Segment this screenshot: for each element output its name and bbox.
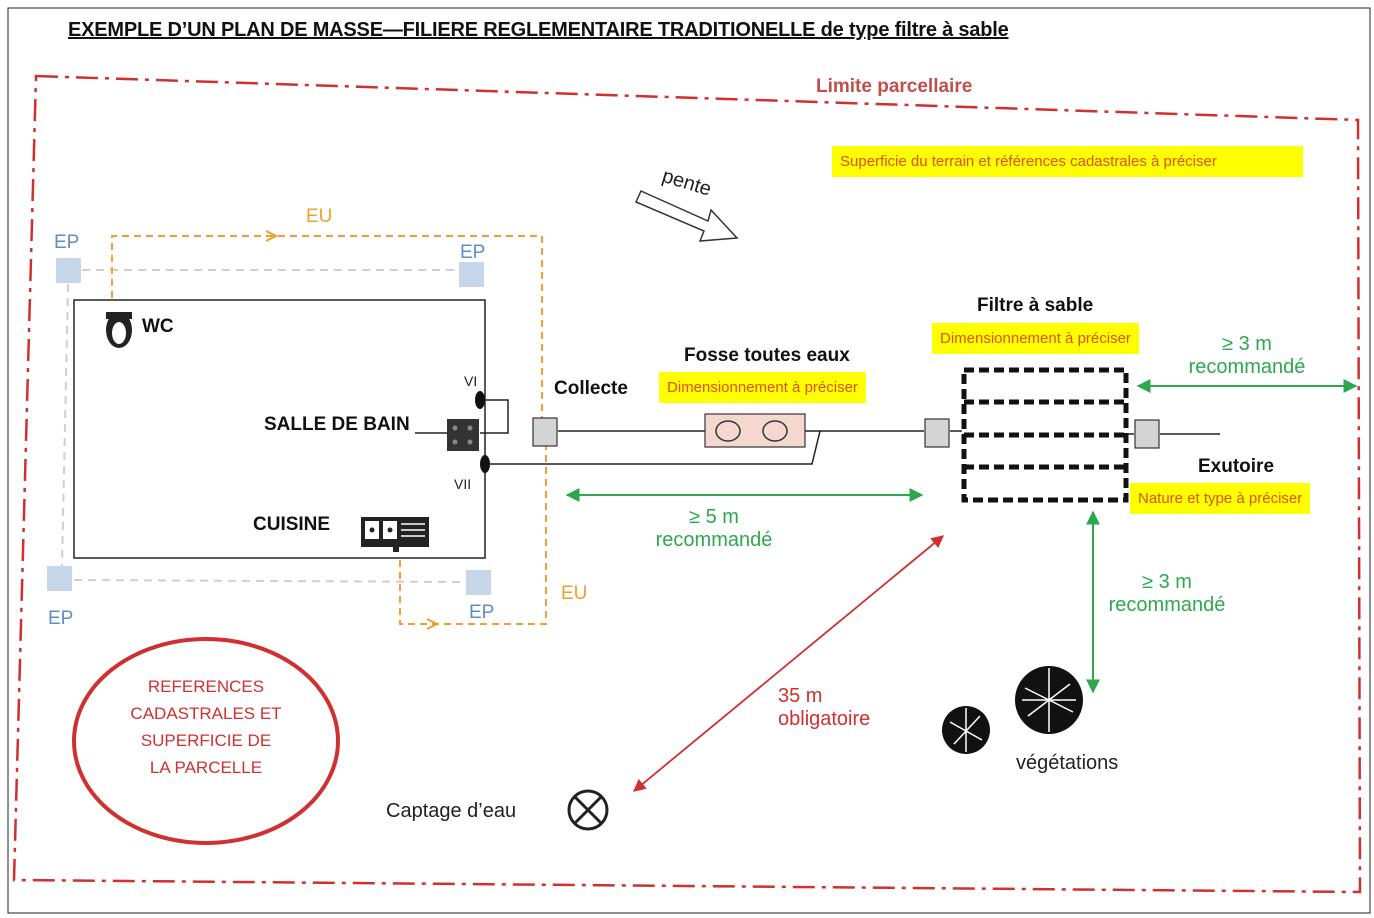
tree-icon-small — [942, 706, 990, 754]
distance-boundary-text: recommandé — [1188, 356, 1306, 378]
ep-label-top-left: EP — [54, 232, 80, 253]
distribution-box — [924, 418, 950, 448]
vent-bottom-icon — [480, 455, 490, 473]
references-line-4: LA PARCELLE — [149, 758, 263, 777]
room-kitchen-label: CUISINE — [253, 514, 331, 535]
distance-vegetation-text: recommandé — [1108, 594, 1226, 616]
distance-vegetation-label: ≥ 3 m recommandé — [1098, 571, 1236, 617]
filter-label: Filtre à sable — [977, 295, 1094, 316]
vent-top-icon — [475, 391, 485, 409]
ep-box-top-right — [459, 262, 484, 287]
references-line-2: CADASTRALES ET — [130, 704, 282, 723]
collecte-label: Collecte — [554, 378, 628, 399]
surface-note: Superficie du terrain et références cada… — [832, 146, 1303, 178]
water-capture-label: Captage d’eau — [386, 800, 517, 822]
exutoire-note: Nature et type à préciser — [1130, 483, 1311, 515]
water-capture-icon — [567, 789, 609, 831]
filter-note: Dimensionnement à préciser — [932, 323, 1139, 355]
ep-box-top-left — [56, 258, 81, 283]
fosse-tank — [704, 413, 806, 448]
distance-fosse-text: recommandé — [655, 529, 773, 551]
distance-boundary-value: ≥ 3 m — [1222, 333, 1272, 355]
page-frame — [7, 7, 1371, 914]
distance-water-text: obligatoire — [778, 708, 871, 730]
ep-boxes — [47, 258, 491, 595]
ep-label-top-right: EP — [460, 242, 486, 263]
sand-filter — [961, 367, 1129, 503]
ep-dashed-lines — [61, 269, 467, 583]
eu-label-bottom: EU — [561, 583, 588, 604]
parcel-boundary-line — [12, 74, 1362, 894]
vent-top-pipe — [480, 399, 509, 434]
page-title: EXEMPLE D’UN PLAN DE MASSE—FILIERE REGLE… — [68, 19, 1009, 41]
references-line-3: SUPERFICIE DE — [140, 731, 272, 750]
collecte-box — [532, 417, 558, 447]
vegetation-label: végétations — [1016, 752, 1119, 774]
ep-box-bottom-right — [466, 570, 491, 595]
distance-water-label: 35 m obligatoire — [778, 685, 870, 731]
eu-pipe-bottom — [399, 440, 547, 625]
tree-icon-large — [1015, 666, 1083, 734]
eu-pipes — [111, 235, 547, 625]
references-ellipse — [72, 637, 340, 845]
ep-label-bottom-right: EP — [469, 602, 495, 623]
slope-arrow — [634, 190, 739, 242]
ep-box-bottom-left — [47, 566, 72, 591]
pipe-return — [490, 430, 821, 465]
exutoire-label: Exutoire — [1198, 456, 1275, 477]
fosse-label: Fosse toutes eaux — [684, 345, 850, 366]
eu-flow-arrow-bottom — [426, 618, 440, 630]
distance-fosse-value: ≥ 5 m — [689, 506, 739, 528]
house-outline — [73, 299, 486, 559]
distance-fosse-label: ≥ 5 m recommandé — [644, 506, 784, 552]
ep-label-bottom-left: EP — [48, 608, 74, 629]
distance-vegetation-value: ≥ 3 m — [1142, 571, 1192, 593]
outlet-box — [1134, 419, 1160, 449]
eu-pipe-top — [111, 235, 543, 420]
references-text: REFERENCES CADASTRALES ET SUPERFICIE DE … — [106, 677, 306, 785]
shower-icon — [447, 419, 479, 451]
toilet-icon — [106, 312, 132, 348]
distance-water-value: 35 m — [778, 685, 823, 707]
eu-label-top: EU — [306, 206, 333, 227]
boundary-label: Limite parcellaire — [816, 76, 973, 97]
vent-bottom-label: VII — [454, 476, 472, 492]
room-wc-label: WC — [142, 316, 174, 337]
distance-boundary-label: ≥ 3 m recommandé — [1178, 333, 1316, 379]
fosse-note: Dimensionnement à préciser — [659, 372, 866, 404]
eu-flow-arrow-top — [265, 230, 279, 242]
vent-top-label: VI — [464, 373, 478, 389]
distance-arrow-water-capture — [633, 535, 944, 792]
room-bathroom-label: SALLE DE BAIN — [264, 414, 410, 435]
stove-icon — [361, 517, 429, 552]
references-line-1: REFERENCES — [147, 677, 265, 696]
